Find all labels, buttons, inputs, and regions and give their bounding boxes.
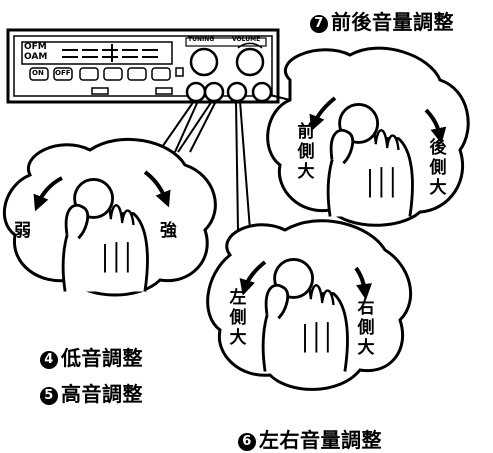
number-badge-6: 6 xyxy=(238,433,256,451)
number-badge-4: 4 xyxy=(40,351,58,369)
number-badge-7: 7 xyxy=(310,15,328,33)
button-off-label: OFF xyxy=(55,69,71,77)
stereo-panel xyxy=(6,28,280,104)
tone-increase-label: 強 xyxy=(160,221,177,241)
knob-label-tuning: TUNING xyxy=(188,36,215,43)
knob-label-volume: VOLUME xyxy=(232,36,261,43)
fader-front-label: 前側大 xyxy=(297,122,315,182)
direction-arrows xyxy=(33,96,447,300)
fader-rear-label: 後側大 xyxy=(429,138,447,198)
button-on-label: ON xyxy=(32,69,44,77)
balance-left-label: 左側大 xyxy=(229,288,247,348)
tone-decrease-label: 弱 xyxy=(14,221,31,241)
balance-right-label: 右側大 xyxy=(357,298,375,358)
leader-lines xyxy=(159,94,291,231)
number-badge-5: 5 xyxy=(40,387,58,405)
